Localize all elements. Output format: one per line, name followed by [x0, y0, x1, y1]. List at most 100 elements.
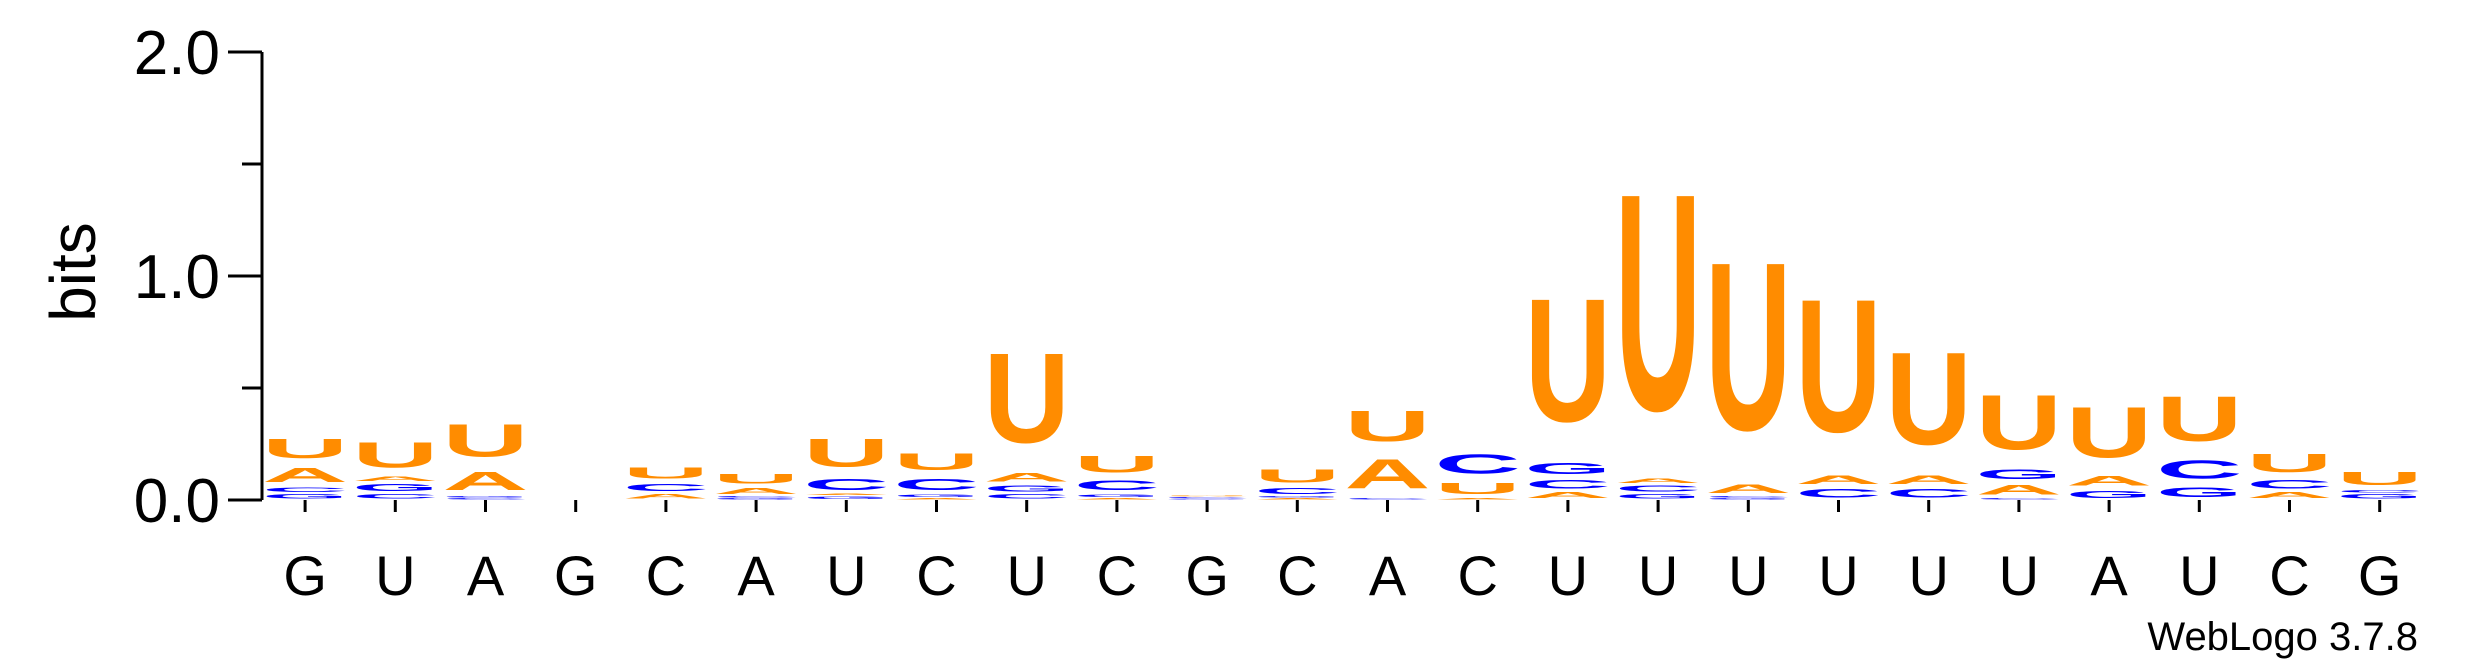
x-tick-label: U [1908, 544, 1948, 607]
x-tick-label: U [1728, 544, 1768, 607]
x-tick-label: U [1006, 544, 1046, 607]
logo-letter-C: C [352, 493, 438, 500]
logo-letter-C: C [1795, 486, 1881, 499]
logo-letter-G: G [442, 496, 528, 498]
x-tick-label: G [2358, 544, 2402, 607]
logo-letter-U: U [1344, 402, 1430, 451]
x-tick-label: G [554, 544, 598, 607]
logo-letter-A: A [1976, 482, 2062, 498]
logo-letter-G: G [984, 484, 1070, 493]
logo-letter-A: A [1615, 478, 1701, 485]
logo-letter-U: U [352, 435, 438, 475]
logo-letter-U: U [1795, 259, 1881, 472]
logo-letter-C: C [1344, 498, 1430, 500]
x-tick-label: U [1638, 544, 1678, 607]
logo-column: GCU [2156, 384, 2242, 500]
x-tick-label: C [646, 544, 686, 607]
logo-column: ACU [2246, 449, 2332, 500]
logo-letter-A: A [1164, 496, 1250, 497]
logo-letter-C: C [623, 482, 709, 493]
logo-letter-U: U [893, 449, 979, 476]
y-axis-label: bits [37, 222, 109, 322]
logo-letter-C: C [803, 475, 889, 493]
logo-letter-C: C [893, 475, 979, 493]
logo-letter-U: U [803, 430, 889, 475]
x-tick-label: C [1457, 544, 1497, 607]
logo-letter-G: G [2337, 493, 2423, 500]
logo-column: ACU [623, 464, 709, 500]
logo-letter-U: U [1886, 324, 1972, 472]
logo-letter-U: U [1435, 480, 1521, 498]
x-tick-label: A [2090, 544, 2128, 607]
logo-column: GAU [2066, 392, 2152, 500]
logo-letter-U: U [1254, 467, 1340, 487]
logo-letter-U: U [2337, 469, 2423, 489]
logo-letter-A: A [1254, 498, 1340, 500]
logo-column: CAU [1886, 324, 1972, 499]
logo-letter-C: C [2156, 455, 2242, 484]
x-tick-label: U [375, 544, 415, 607]
logo-letter-A: A [1525, 491, 1611, 500]
logo-letter-C: C [1164, 497, 1250, 499]
logo-letter-A: A [803, 493, 889, 495]
logo-letter-C: C [1886, 486, 1972, 499]
logo-letter-C: C [1976, 498, 2062, 500]
logo-letter-U: U [1525, 262, 1611, 459]
x-tick-label: U [1999, 544, 2039, 607]
logo-column: GCU [2337, 469, 2423, 500]
logo-letter-U: U [442, 415, 528, 466]
logo-letter-G: G [2066, 489, 2152, 500]
y-tick-label: 0.0 [134, 467, 220, 536]
logo-letter-G: G [352, 482, 438, 493]
logo-letter-G: G [262, 493, 348, 500]
logo-letter-G: G [893, 493, 979, 497]
logo-letter-U: U [713, 471, 799, 487]
x-tick-label: C [1277, 544, 1317, 607]
y-tick-label: 1.0 [134, 243, 220, 312]
logo-letter-U: U [1615, 128, 1701, 475]
weblogo-credit: WebLogo 3.7.8 [2147, 615, 2418, 659]
logo-letter-G: G [2156, 484, 2242, 500]
logo-letter-C: C [1074, 478, 1160, 494]
logo-letter-C: C [713, 496, 799, 498]
logo-letter-A: A [2066, 473, 2152, 489]
logo-letter-A: A [1074, 498, 1160, 500]
logo-letter-G: G [1074, 493, 1160, 497]
logo-letter-A: A [984, 471, 1070, 484]
logo-letter-U: U [1074, 451, 1160, 478]
logo-letter-C: C [2246, 478, 2332, 491]
x-tick-label: C [2269, 544, 2309, 607]
logo-letter-U: U [984, 328, 1070, 471]
logo-stacks: GCAUCGAUCGAUACUGCAUGACUAGCUCGAUAGCUGCAUA… [262, 128, 2423, 500]
logo-letter-A: A [623, 493, 709, 500]
logo-letter-A: A [1886, 473, 1972, 486]
x-tick-label: A [737, 544, 775, 607]
logo-letter-U: U [623, 464, 709, 482]
logo-letter-U: U [2066, 392, 2152, 472]
logo-letter-A: A [2246, 491, 2332, 500]
y-axis: 0.01.02.0 [134, 19, 264, 536]
x-tick-label: G [283, 544, 327, 607]
logo-letter-A: A [1705, 482, 1791, 495]
logo-letter-C: C [1525, 478, 1611, 491]
logo-letter-A: A [713, 486, 799, 495]
x-tick-label: U [2179, 544, 2219, 607]
logo-column: CAU [1795, 259, 1881, 500]
x-tick-label: U [1818, 544, 1858, 607]
logo-letter-G: G [1525, 460, 1611, 478]
x-tick-label: A [1369, 544, 1407, 607]
logo-letter-A: A [442, 467, 528, 496]
